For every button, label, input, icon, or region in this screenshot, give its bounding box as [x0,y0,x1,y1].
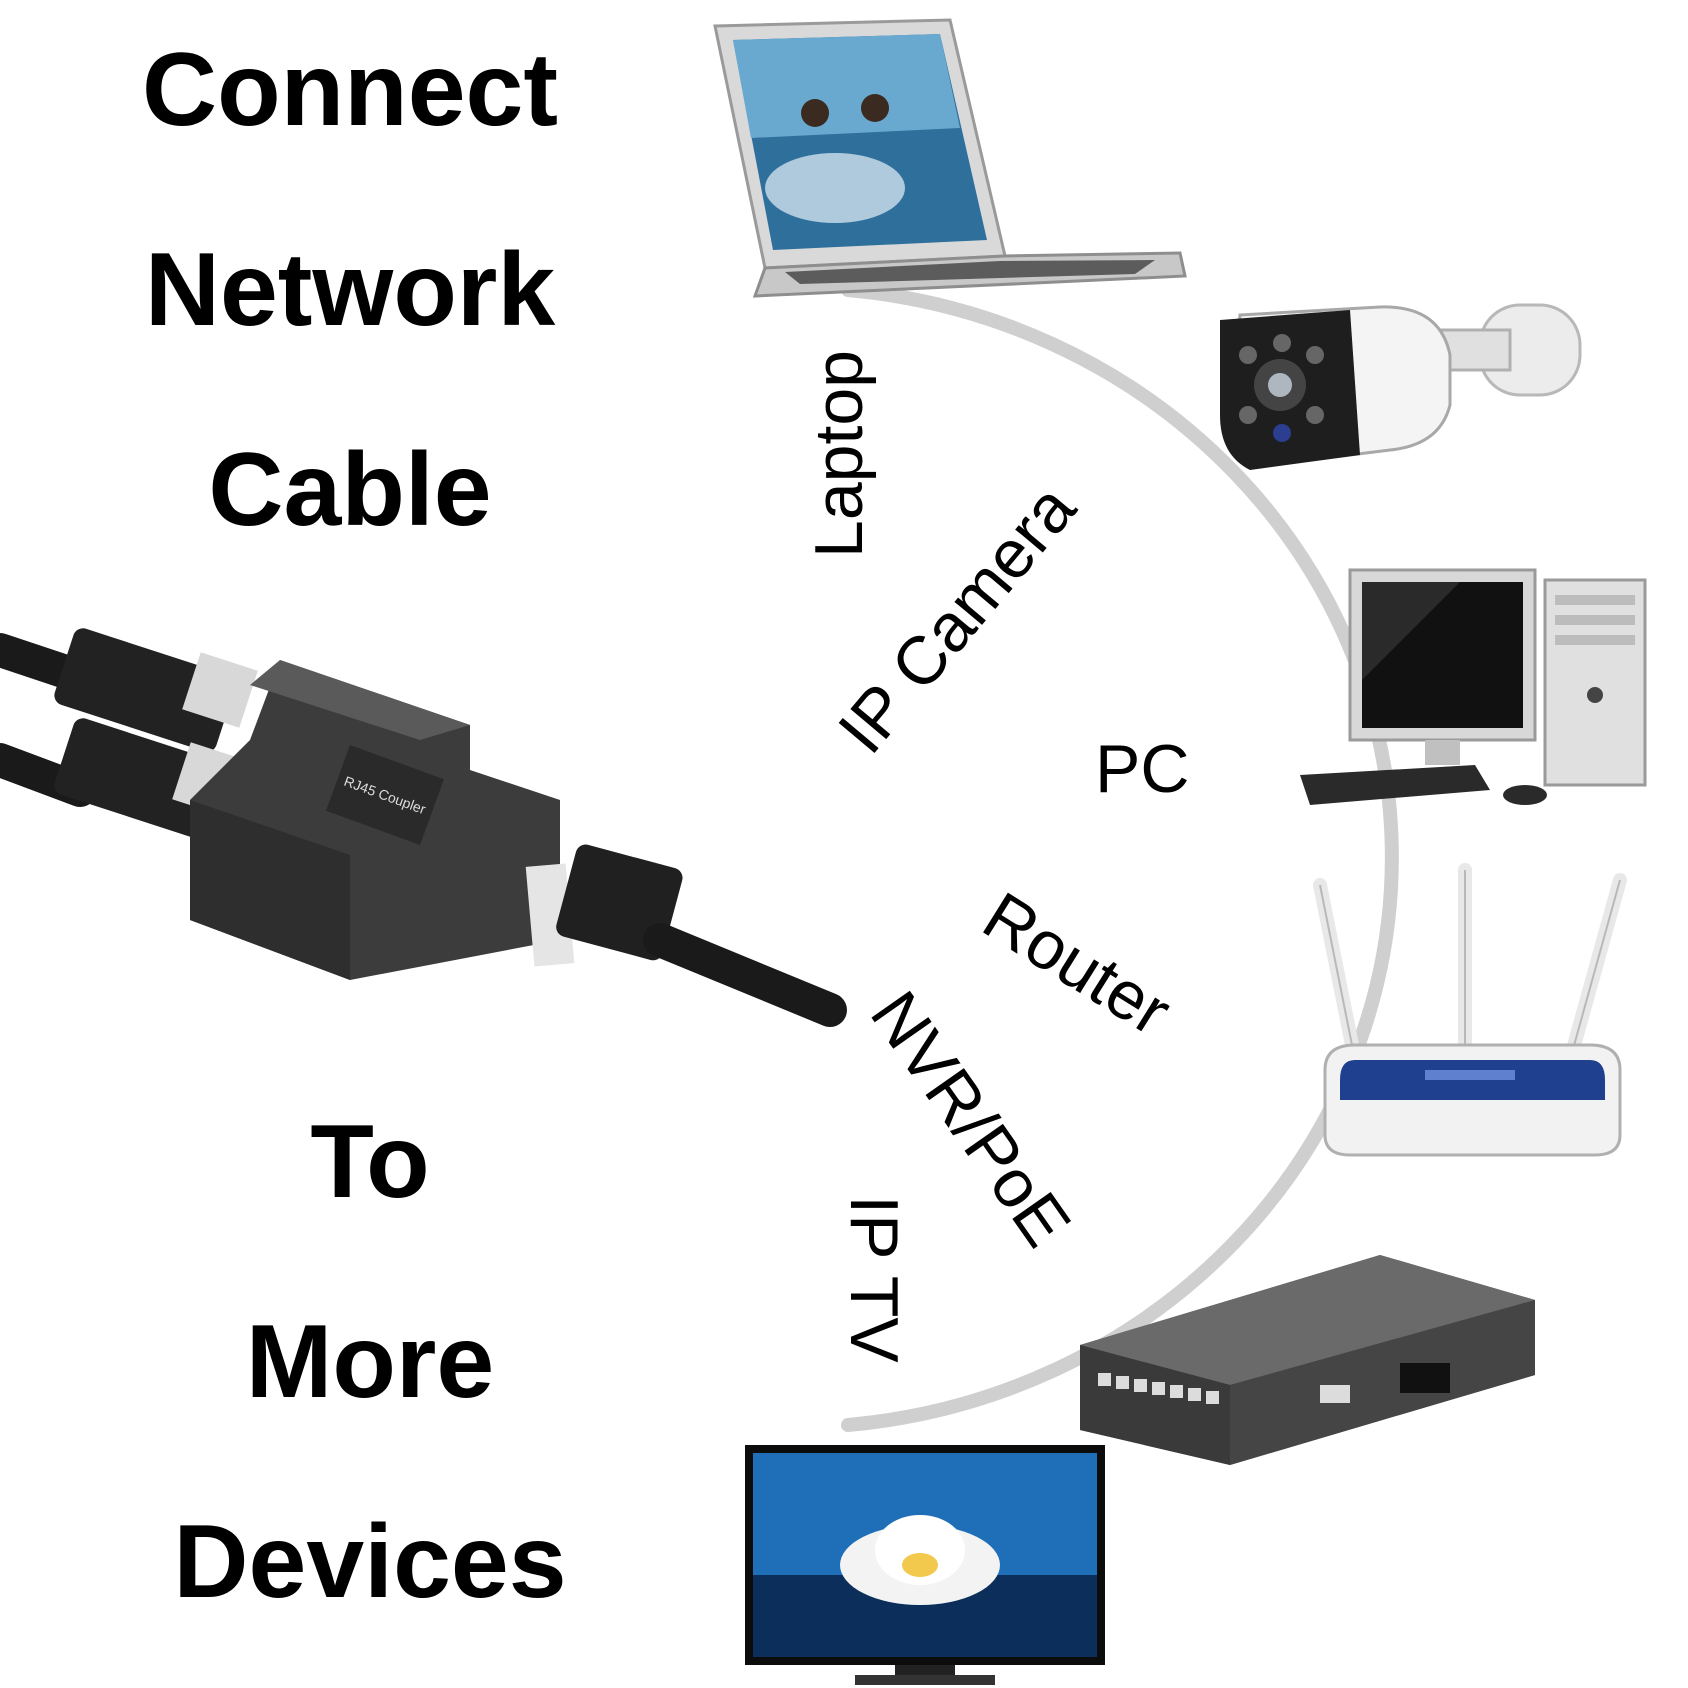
label-pc: PC [1095,731,1190,807]
label-ip-tv: IP TV [835,1195,912,1363]
ip-camera-icon [1220,303,1582,470]
laptop-icon [713,18,1187,298]
tv-icon [745,1445,1105,1685]
poe-switch-icon [1080,1255,1535,1465]
label-laptop: Laptop [800,350,877,558]
wifi-router-icon [1313,863,1627,1157]
headline-to: To [310,1104,430,1220]
headline-devices: Devices [173,1504,567,1620]
desktop-pc-icon [1300,568,1647,805]
rj45-coupler-icon: RJ45 Coupler [0,628,847,1027]
headline-connect: Connect [142,32,558,148]
headline-more: More [245,1304,495,1420]
headline-cable: Cable [208,432,492,548]
headline-network: Network [144,232,556,348]
